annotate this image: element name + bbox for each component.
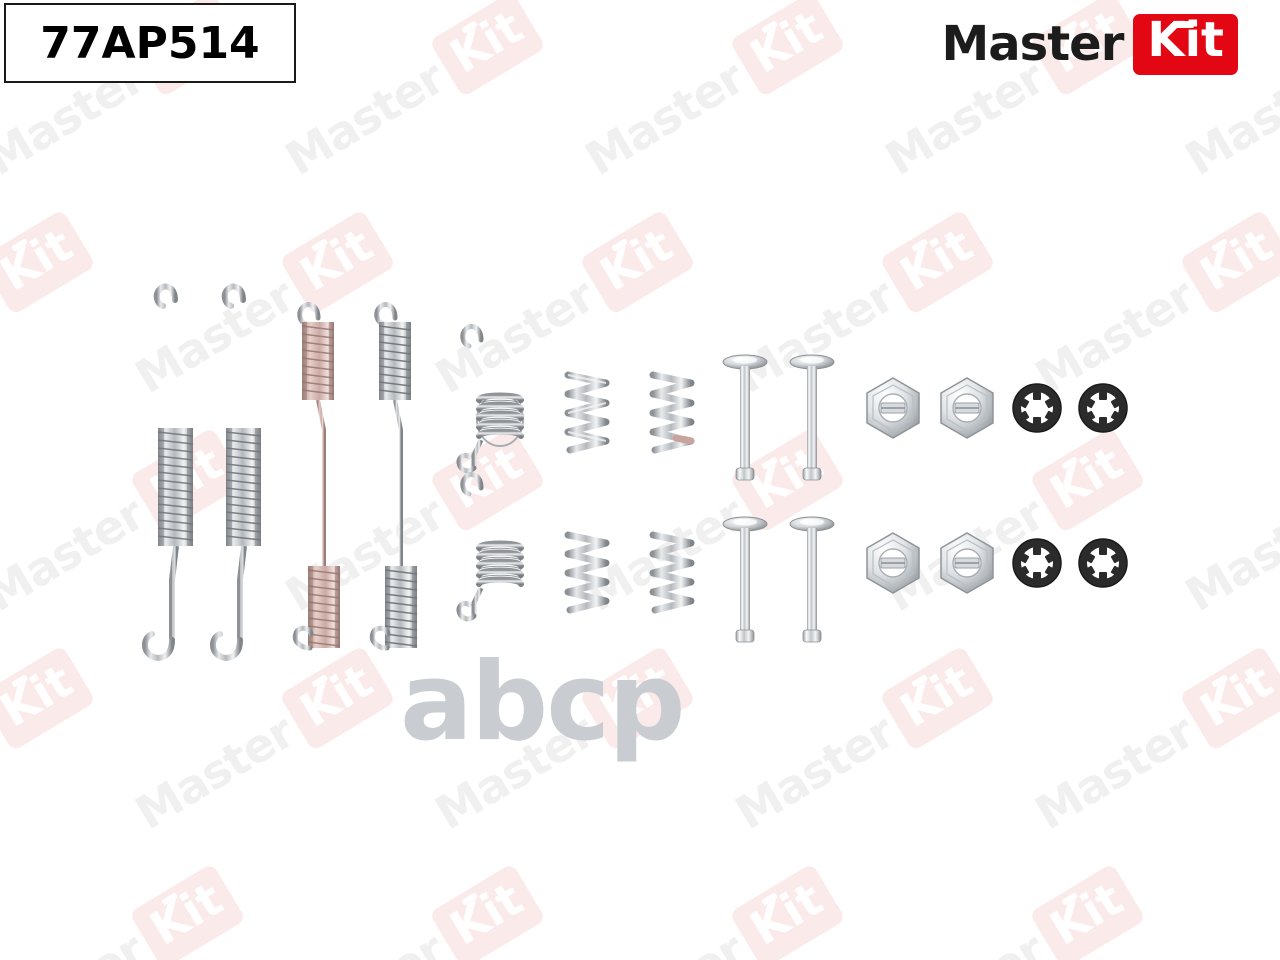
part-long-return-spring-plain-2 — [210, 283, 262, 661]
part-star-lock-washer-2 — [1078, 383, 1128, 433]
part-star-lock-washer-3 — [1012, 538, 1062, 588]
part-conical-compression-spring-3 — [564, 531, 610, 614]
part-conical-compression-spring-4 — [649, 531, 695, 614]
part-long-return-spring-coil-top-1 — [292, 302, 341, 651]
part-star-lock-washer-4 — [1078, 538, 1128, 588]
part-long-return-spring-plain-1 — [142, 283, 194, 661]
part-number-label: 77AP514 — [4, 3, 296, 83]
part-hold-down-cup-retainer-3 — [866, 532, 920, 594]
part-conical-compression-spring-1 — [564, 371, 610, 454]
part-hold-down-cup-retainer-1 — [866, 377, 920, 439]
part-number-text: 77AP514 — [40, 17, 260, 69]
macron-accent — [1174, 21, 1195, 28]
part-long-return-spring-coil-top-2 — [369, 302, 418, 651]
part-lever-torsion-spring-2 — [456, 472, 524, 622]
part-hold-down-pin-2 — [789, 354, 835, 481]
part-hold-down-pin-1 — [722, 354, 768, 481]
part-hold-down-cup-retainer-4 — [940, 532, 994, 594]
brand-logo: Master Kit — [941, 14, 1238, 75]
part-hold-down-cup-retainer-2 — [940, 377, 994, 439]
brand-logo-master: Master — [941, 16, 1125, 73]
brand-logo-kit: Kit — [1133, 14, 1238, 75]
part-hold-down-pin-3 — [722, 516, 768, 643]
part-lever-torsion-spring-1 — [456, 324, 524, 474]
part-hold-down-pin-4 — [789, 516, 835, 643]
part-conical-compression-spring-2 — [649, 371, 695, 454]
part-star-lock-washer-1 — [1012, 383, 1062, 433]
